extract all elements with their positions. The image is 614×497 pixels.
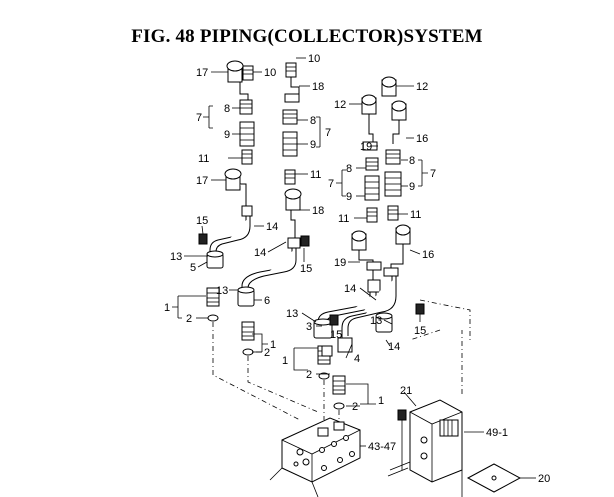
leader-lines [172, 57, 536, 479]
callout-15-d: 15 [414, 325, 426, 337]
callout-14-b: 14 [254, 247, 266, 259]
callout-10-b: 10 [308, 53, 320, 65]
callout-11-c: 11 [338, 213, 349, 225]
callout-7-a: 7 [196, 112, 202, 124]
callout-7-c: 7 [430, 168, 436, 180]
callout-9-a: 9 [224, 129, 230, 141]
callout-4: 4 [354, 353, 360, 365]
callout-8-a: 8 [224, 103, 230, 115]
column-2-assembly [237, 62, 319, 413]
collector-block [269, 417, 361, 497]
callout-19-b: 19 [334, 257, 346, 269]
callout-5: 5 [190, 262, 196, 274]
callout-10-a: 10 [264, 67, 276, 79]
bracket-assembly [387, 330, 522, 497]
callout-11-d: 11 [410, 209, 421, 221]
callout-18-b: 18 [312, 205, 324, 217]
callout-16-b: 16 [422, 249, 434, 261]
callout-8-c: 8 [409, 155, 415, 167]
callout-labels: 17 10 10 18 7 8 9 11 17 14 15 13 5 1 2 8… [164, 53, 550, 485]
callout-11-b: 11 [310, 169, 321, 181]
callout-16-a: 16 [416, 133, 428, 145]
callout-14-c: 14 [344, 283, 356, 295]
callout-1-c: 1 [282, 355, 288, 367]
callout-15-c: 15 [330, 329, 342, 341]
callout-17-b: 17 [196, 175, 208, 187]
callout-17-a: 17 [196, 67, 208, 79]
callout-18-a: 18 [312, 81, 324, 93]
callout-15-b: 15 [300, 263, 312, 275]
callout-12-a: 12 [334, 99, 346, 111]
callout-7-b: 7 [325, 127, 331, 139]
callout-11-a: 11 [198, 153, 209, 165]
callout-15-a: 15 [196, 215, 208, 227]
callout-13-b: 13 [216, 285, 228, 297]
callout-9-d: 9 [346, 191, 352, 203]
column-4-assembly [321, 76, 471, 424]
column-1-assembly [198, 60, 301, 421]
callout-2-d: 2 [352, 401, 358, 413]
column-3-assembly [313, 94, 382, 420]
callout-1-d: 1 [378, 395, 384, 407]
callout-7-d: 7 [328, 178, 334, 190]
figure-title: FIG. 48 PIPING(COLLECTOR)SYSTEM [131, 26, 483, 47]
callout-19-a: 19 [360, 141, 372, 153]
callout-3: 3 [306, 321, 312, 333]
callout-1-b: 1 [270, 339, 276, 351]
callout-20: 20 [538, 473, 550, 485]
callout-6: 6 [264, 295, 270, 307]
callout-8-d: 8 [346, 163, 352, 175]
callout-2-c: 2 [306, 369, 312, 381]
callout-21: 21 [400, 385, 412, 397]
callout-9-b: 9 [310, 139, 316, 151]
callout-14-d: 14 [388, 341, 400, 353]
callout-13-d: 13 [370, 315, 382, 327]
callout-9-c: 9 [409, 181, 415, 193]
callout-43-47: 43-47 [368, 441, 396, 453]
callout-49-1: 49-1 [486, 427, 508, 439]
callout-2-b: 2 [264, 347, 270, 359]
callout-14-a: 14 [266, 221, 278, 233]
callout-2-a: 2 [186, 313, 192, 325]
callout-8-b: 8 [310, 115, 316, 127]
callout-1-a: 1 [164, 302, 170, 314]
callout-13-a: 13 [170, 251, 182, 263]
callout-12-b: 12 [416, 81, 428, 93]
callout-13-c: 13 [286, 308, 298, 320]
